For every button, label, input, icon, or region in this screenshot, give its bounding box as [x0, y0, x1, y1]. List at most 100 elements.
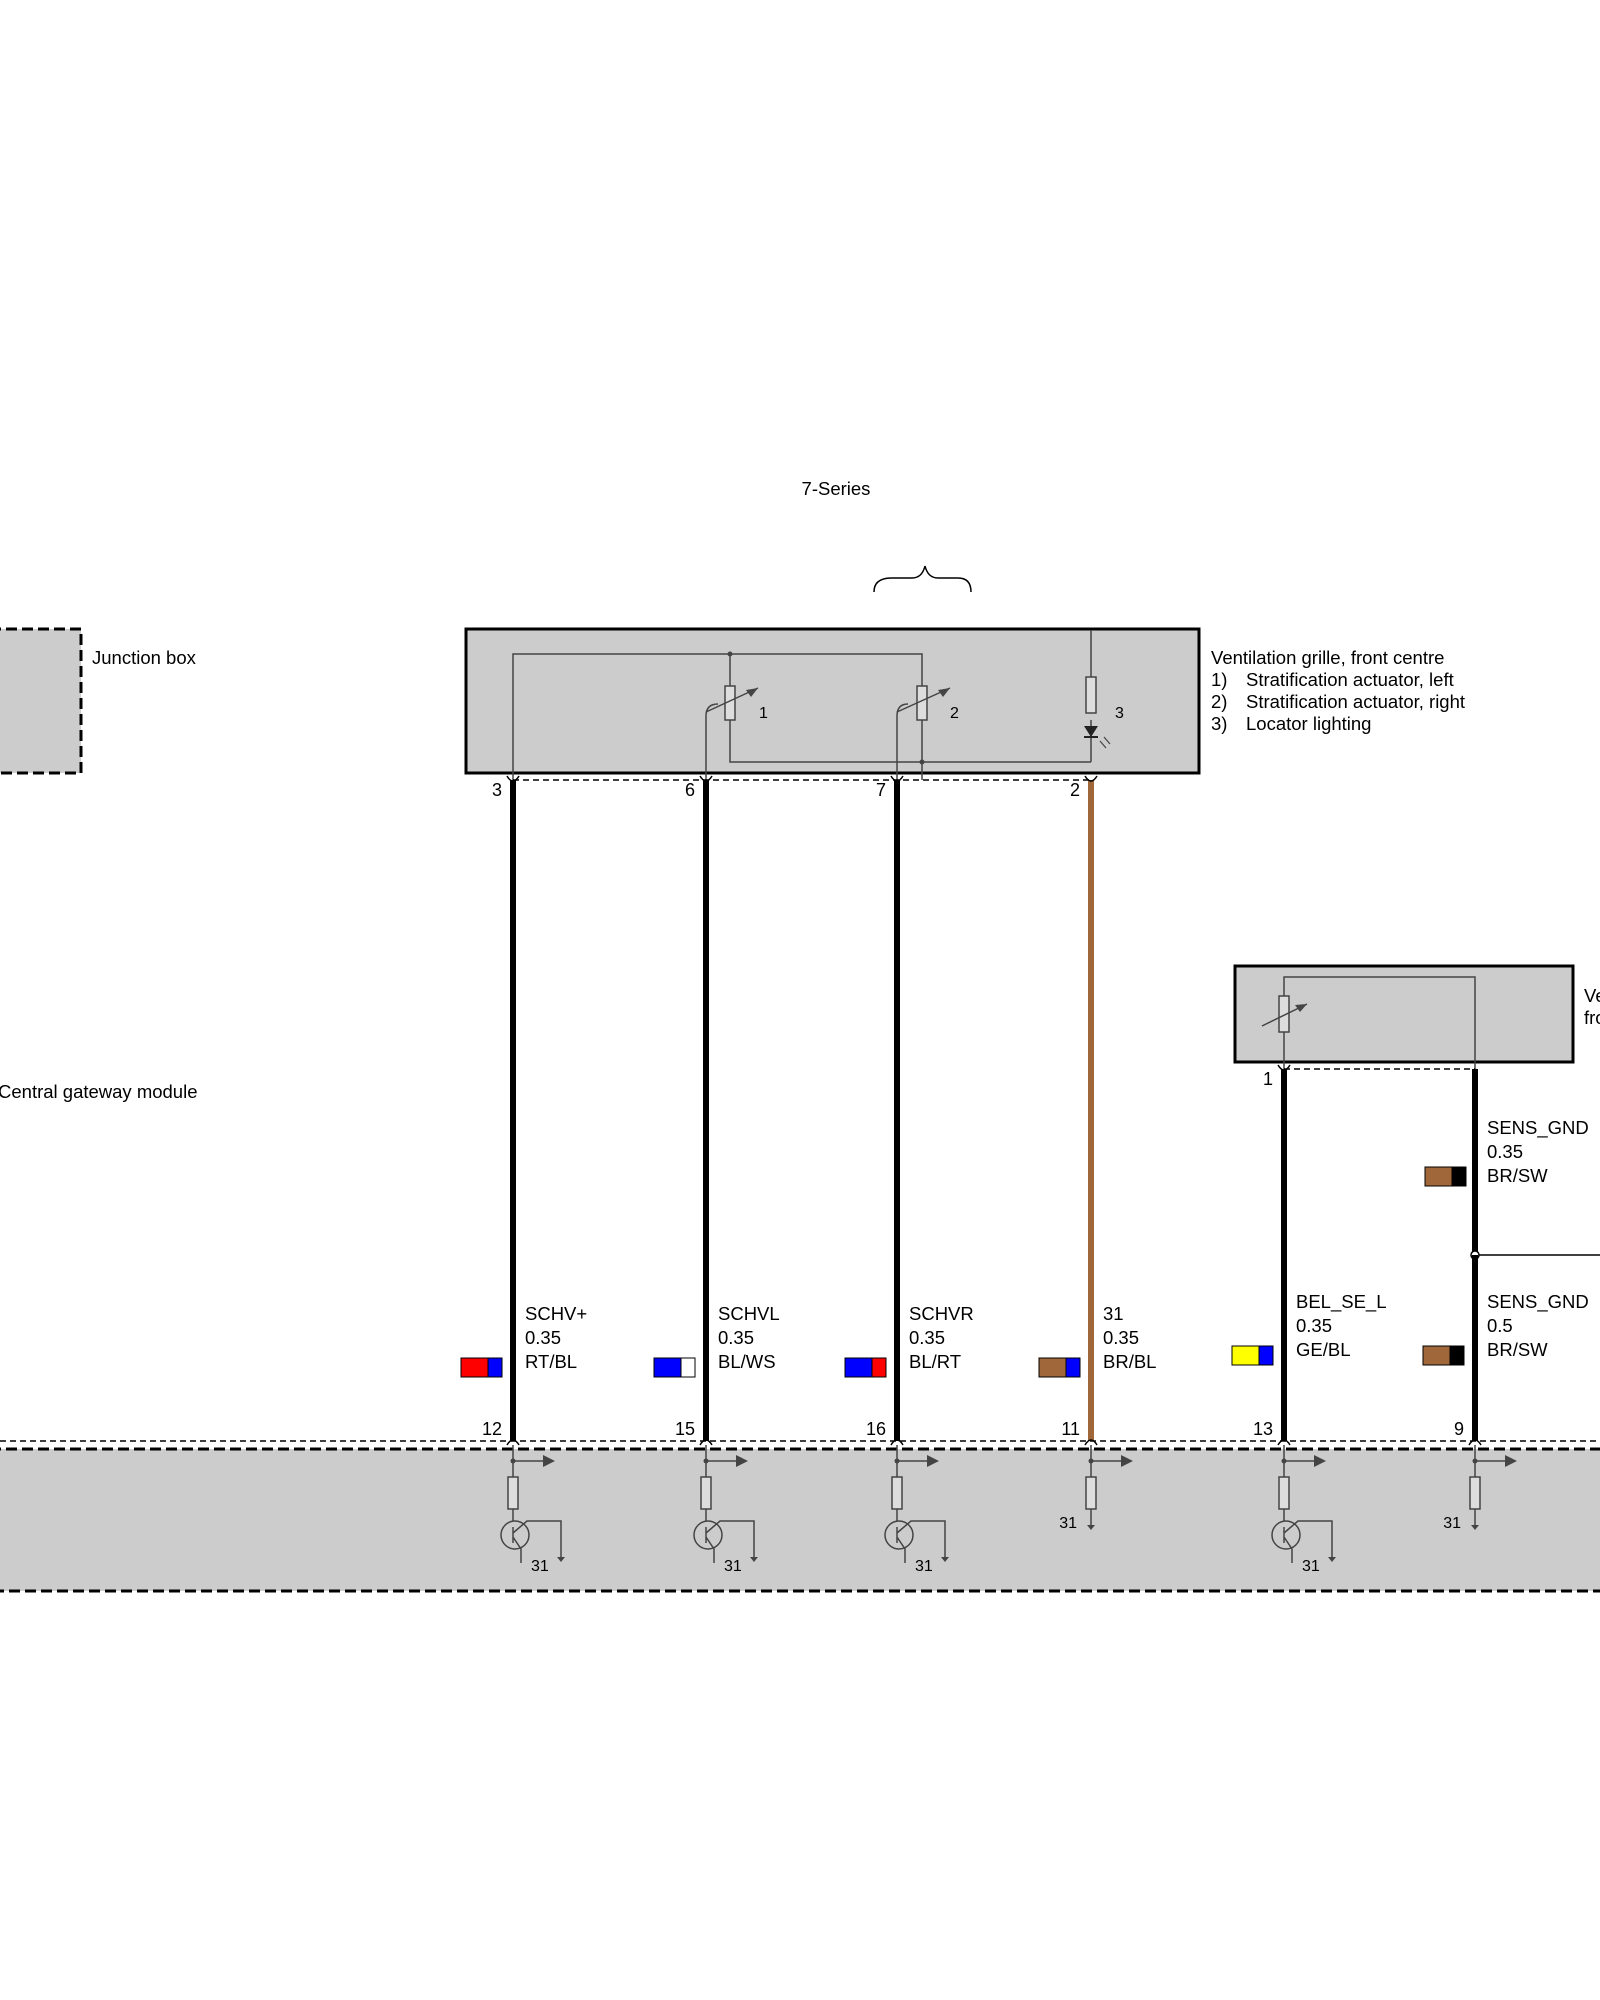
upper-wire-swatch [1424, 1166, 1467, 1187]
wire-4-gw-ground-label: 31 [1059, 1515, 1077, 1532]
wire-1-top-pin: 3 [492, 780, 502, 800]
wire-4-color-code: BR/BL [1103, 1351, 1156, 1372]
wire-4-gw-node [1088, 1458, 1094, 1464]
wire-4-swatch-secondary [1065, 1357, 1081, 1378]
wire-5-gw-arrow [1314, 1455, 1326, 1467]
wire-5-gw-node [1281, 1458, 1287, 1464]
wire-2-swatch-primary [653, 1357, 682, 1378]
wire-2-gw-ground-symbol [750, 1557, 758, 1562]
wire-2-gw-resistor [700, 1476, 712, 1510]
wire-1-gw-ground-label: 31 [531, 1558, 549, 1575]
wire-5-gw-transistor-leads [1283, 1520, 1333, 1563]
wire-1-gw-node [510, 1458, 516, 1464]
vent-grille-title: Ventilation grille, front centre [1211, 647, 1444, 668]
wire-1-top-connector [506, 775, 520, 782]
wire-1-color-code: RT/BL [525, 1351, 577, 1372]
upper-wire-signal: SENS_GND [1487, 1117, 1589, 1139]
wire-6-color-code: BR/SW [1487, 1339, 1548, 1360]
wire-4-bottom-connector [1084, 1439, 1098, 1446]
vent-item-1-text: Stratification actuator, left [1246, 669, 1454, 690]
wire-6-swatch-secondary [1449, 1345, 1465, 1366]
wire-5-gw-transistor [1271, 1520, 1301, 1550]
wire-3-bottom-pin: 16 [866, 1419, 886, 1439]
wire-3-signal: SCHVR [909, 1303, 974, 1324]
wire-5-signal: BEL_SE_L [1296, 1291, 1387, 1313]
wire-3-top-pin: 7 [876, 780, 886, 800]
wire-2-gw-ground-label: 31 [724, 1558, 742, 1575]
gateway-label: Central gateway module [0, 1081, 198, 1102]
wire-5-color-code: GE/BL [1296, 1339, 1351, 1360]
wire-5-gw-ground-label: 31 [1302, 1558, 1320, 1575]
wire-3-gauge: 0.35 [909, 1327, 945, 1348]
wire-5-swatch-primary [1231, 1345, 1260, 1366]
wire-2-gw-transistor [693, 1520, 723, 1550]
wire-1-gw-arrow [543, 1455, 555, 1467]
vent-item-2-text: Stratification actuator, right [1246, 691, 1465, 712]
wire-5-bottom-connector [1277, 1439, 1291, 1446]
wire-3-gw-arrow [927, 1455, 939, 1467]
wire-1-bottom-connector [506, 1439, 520, 1446]
locator-light-label: 3 [1115, 705, 1124, 722]
wire-4-swatch-primary [1038, 1357, 1067, 1378]
junction-box [0, 627, 83, 775]
wire-2-gw-arrow [736, 1455, 748, 1467]
gateway-module [0, 1447, 1600, 1593]
actuator-1-label: 1 [759, 705, 768, 722]
vent-grille-module [464, 627, 1201, 780]
wire-1-gw-transistor-leads [512, 1520, 562, 1563]
wire-1-swatch-primary [460, 1357, 489, 1378]
vent-item-2-num: 2) [1211, 691, 1227, 712]
wire-2-bottom-pin: 15 [675, 1419, 695, 1439]
upper-wire-color-code: BR/SW [1487, 1165, 1548, 1186]
right-module-label-1: Ve [1584, 985, 1600, 1006]
wire-3-gw-resistor [891, 1476, 903, 1510]
variant-brace [873, 565, 972, 593]
wire-3-gw-transistor [884, 1520, 914, 1550]
wire-1-swatch-secondary [487, 1357, 503, 1378]
wire-2-swatch-secondary [680, 1357, 696, 1378]
actuator-2-label: 2 [950, 705, 959, 722]
upper-wire-gauge: 0.35 [1487, 1141, 1523, 1162]
wire-5-gw-resistor [1278, 1476, 1290, 1510]
wire-1-gauge: 0.35 [525, 1327, 561, 1348]
wire-3-top-connector [890, 775, 904, 782]
wire-5-gauge: 0.35 [1296, 1315, 1332, 1336]
wire-6-swatch-primary [1422, 1345, 1451, 1366]
wire-4-gw-ground-symbol [1087, 1525, 1095, 1530]
wire-3-swatch-secondary [871, 1357, 887, 1378]
wire-3-gw-ground-symbol [941, 1557, 949, 1562]
wire-6-signal: SENS_GND [1487, 1291, 1589, 1313]
right-module [1233, 964, 1575, 1069]
wires-layer: 312SCHV+0.35RT/BL31615SCHVL0.35BL/WS3171… [460, 775, 1589, 1575]
wire-2-bottom-connector [699, 1439, 713, 1446]
vent-item-3-num: 3) [1211, 713, 1227, 734]
wire-1-signal: SCHV+ [525, 1303, 587, 1324]
wire-1-gw-transistor [500, 1520, 530, 1550]
wire-6-gw-ground-symbol [1471, 1525, 1479, 1530]
wire-4-gw-resistor [1085, 1476, 1097, 1510]
wire-2-gauge: 0.35 [718, 1327, 754, 1348]
wire-3-swatch-primary [844, 1357, 873, 1378]
wire-3-gw-transistor-leads [896, 1520, 946, 1563]
wire-4-signal: 31 [1103, 1303, 1124, 1324]
wire-4-bottom-pin: 11 [1061, 1419, 1080, 1439]
wire-4-top-connector [1084, 775, 1098, 782]
wire-2-top-connector [699, 775, 713, 782]
wire-2-color-code: BL/WS [718, 1351, 776, 1372]
wire-3-gw-ground-label: 31 [915, 1558, 933, 1575]
wire-3-color-code: BL/RT [909, 1351, 961, 1372]
wire-2-signal: SCHVL [718, 1303, 780, 1324]
wire-1-gw-ground-symbol [557, 1557, 565, 1562]
wire-6-gw-node [1472, 1458, 1478, 1464]
wire-2-gw-transistor-leads [705, 1520, 755, 1563]
wire-6-gw-resistor [1469, 1476, 1481, 1510]
vent-item-1-num: 1) [1211, 669, 1227, 690]
variant-label: 7-Series [802, 478, 871, 499]
wire-4-gauge: 0.35 [1103, 1327, 1139, 1348]
wire-4-gw-arrow [1121, 1455, 1133, 1467]
right-module-label-2: fro [1584, 1007, 1600, 1028]
wire-5-gw-ground-symbol [1328, 1557, 1336, 1562]
wire-3-gw-node [894, 1458, 900, 1464]
wire-6-gw-ground-label: 31 [1443, 1515, 1461, 1532]
